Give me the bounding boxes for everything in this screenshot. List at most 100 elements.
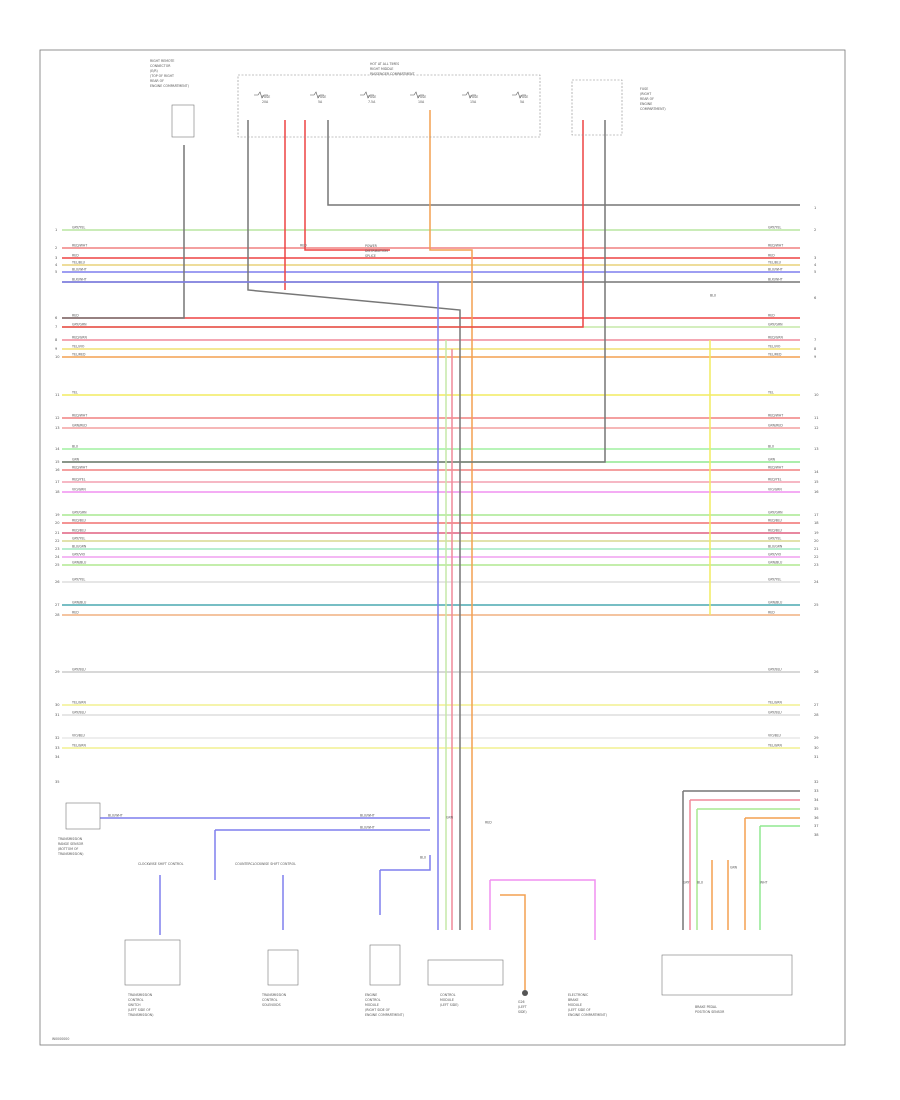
tcs-label-2: SWITCH xyxy=(128,1003,141,1007)
fuse-rating-1: 5A xyxy=(318,100,323,104)
pin-right-35: 36 xyxy=(814,816,819,820)
tcs-label-1: CONTROL xyxy=(128,998,144,1002)
pin-left-18: 19 xyxy=(55,513,60,517)
wire-label-right-21: RED/BLU xyxy=(768,529,783,533)
wire-label-left-18: VIO/GRN xyxy=(72,488,86,492)
wire-label-left-17: RED/YEL xyxy=(72,478,86,482)
wire-label-right-7: GRY/GRN xyxy=(768,323,783,327)
pin-left-2: 3 xyxy=(55,256,57,260)
wire-label-right-9: YEL/VIO xyxy=(768,345,781,349)
pin-right-13: 14 xyxy=(814,470,819,474)
small-label-3: BLU xyxy=(420,856,427,860)
pin-right-27: 28 xyxy=(814,713,819,717)
wire-label-left-31: GRY/BLU xyxy=(72,711,86,715)
tsol-label-0: TRANSMISSION xyxy=(261,993,287,997)
pin-left-10: 11 xyxy=(55,393,60,397)
wire-label-right-8: RED/GRN xyxy=(768,336,783,340)
fuse-rating-3: 10A xyxy=(418,100,425,104)
wire-label-left-30: YEL/GRN xyxy=(72,701,86,705)
wire-label-left-8: RED/GRN xyxy=(72,336,87,340)
wire-label-right-16: RED/WHT xyxy=(768,466,783,470)
wire-label-right-31: GRY/BLU xyxy=(768,711,782,715)
wire-label-left-6: RED xyxy=(72,314,79,318)
pin-left-13: 14 xyxy=(55,447,60,451)
ecm-label-3: (RIGHT SIDE OF xyxy=(365,1008,390,1012)
wire-label-left-16: RED/WHT xyxy=(72,466,87,470)
wire-label-left-14: BLU xyxy=(72,445,79,449)
hot-label-1: RIGHT MIDDLE xyxy=(370,67,393,71)
wire-label-left-23: BLU/GRN xyxy=(72,545,87,549)
v-blue-3b xyxy=(380,855,431,871)
ebm-label-1: BRAKE xyxy=(568,998,579,1002)
wire-label-left-25: GRN/BLU xyxy=(72,561,87,565)
splice-label-1: DISTRIBUTION xyxy=(365,249,388,253)
pin-right-7: 8 xyxy=(814,347,817,351)
wire-label-right-15: GRN xyxy=(768,458,776,462)
fuse-symbol-5 xyxy=(512,91,526,99)
v-black-top xyxy=(327,120,800,206)
pin-right-9: 10 xyxy=(814,393,819,397)
pin-left-9: 10 xyxy=(55,355,60,359)
small-label-1: BLU/WHT xyxy=(360,814,375,818)
wire-label-right-1: RED/WHT xyxy=(768,244,783,248)
fuse-name-0: FUSE xyxy=(262,95,270,99)
wire-label-right-2: RED xyxy=(768,254,775,258)
pin-left-33: 34 xyxy=(55,755,60,759)
tps-label-0: TRANSMISSION xyxy=(57,837,83,841)
pin-left-31: 32 xyxy=(55,736,60,740)
pin-left-7: 8 xyxy=(55,338,58,342)
ecm-box xyxy=(369,944,401,986)
conn-label-1: COUNTERCLOCKWISE SHIFT CONTROL xyxy=(235,862,296,866)
tcs-label-0: TRANSMISSION xyxy=(127,993,153,997)
v-rdm xyxy=(62,145,185,319)
gnd-label-2: SIDE) xyxy=(518,1010,527,1014)
pin-right-1: 2 xyxy=(814,228,816,232)
fuse-symbol-4 xyxy=(462,91,476,99)
pin-right-11: 12 xyxy=(814,426,819,430)
v-orange-2 xyxy=(500,894,526,990)
pin-right-19: 20 xyxy=(814,539,819,543)
ground-symbol xyxy=(522,990,528,996)
pin-left-30: 31 xyxy=(55,713,60,717)
wire-label-left-29: GRY/BLU xyxy=(72,668,86,672)
fuse-symbol-0 xyxy=(254,91,268,99)
pin-right-36: 37 xyxy=(814,824,819,828)
wire-label-right-10: YEL/RED xyxy=(768,353,782,357)
ecm-label-1: CONTROL xyxy=(365,998,381,1002)
cm-label-1: MODULE xyxy=(440,998,454,1002)
pin-left-26: 27 xyxy=(55,603,60,607)
v-blue-main xyxy=(62,281,439,930)
fuse-rating-2: 7.5A xyxy=(368,100,376,104)
wire-label-right-12: RED/WHT xyxy=(768,414,783,418)
rdm-label-0: RIGHT REMOTE xyxy=(150,59,174,63)
wire-label-left-20: RED/BLU xyxy=(72,519,87,523)
ebm-label-2: MODULE xyxy=(568,1003,582,1007)
splice-label-2: SPLICE xyxy=(365,254,376,258)
hot-label-0: HOT AT ALL TIMES xyxy=(370,62,399,66)
pin-right-15: 16 xyxy=(814,490,819,494)
pin-right-34: 35 xyxy=(814,807,819,811)
fusebox-right-label-0: FUSE xyxy=(640,87,648,91)
diagram-code: W0000000 xyxy=(52,1037,69,1041)
pin-right-20: 21 xyxy=(814,547,819,551)
pin-right-10: 11 xyxy=(814,416,819,420)
cm-label-0: CONTROL xyxy=(440,993,456,997)
brk-label-0: BRAKE PEDAL xyxy=(695,1005,717,1009)
wire-label-left-4: BLU/WHT xyxy=(72,268,87,272)
fuse-rating-0: 20A xyxy=(262,100,269,104)
small-label-6: RED xyxy=(300,244,307,248)
small-label-0: BLU/WHT xyxy=(108,814,123,818)
rdm-label-5: ENGINE COMPARTMENT) xyxy=(150,84,189,88)
pin-left-24: 25 xyxy=(55,563,60,567)
wire-label-right-6: RED xyxy=(768,314,775,318)
tcs-label-3: (LEFT SIDE OF xyxy=(128,1008,151,1012)
pin-right-24: 25 xyxy=(814,603,819,607)
pin-right-23: 24 xyxy=(814,580,819,584)
pin-numbers-layer: 1234567891011121314151617181920212223242… xyxy=(55,206,819,837)
wire-label-left-11: YEL xyxy=(72,391,78,395)
rdm-label-2: (E/R) xyxy=(150,69,158,73)
pin-right-33: 34 xyxy=(814,798,819,802)
fusebox-right-label-2: REAR OF xyxy=(640,97,654,101)
